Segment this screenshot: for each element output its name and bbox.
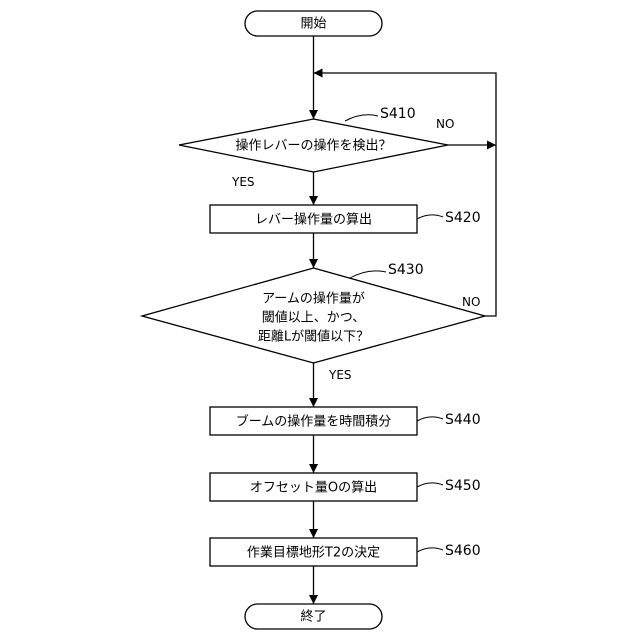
decision-s430-no: NO [462, 295, 480, 309]
step-s410: S410 [380, 106, 416, 122]
end-label: 終了 [300, 609, 326, 625]
decision-s410-label: 操作レバーの操作を検出？ [235, 138, 391, 154]
step-s430: S430 [388, 262, 424, 278]
decision-s430-line1: アームの操作量が [262, 291, 365, 307]
step-s440: S440 [445, 412, 481, 428]
process-s420-label: レバー操作量の算出 [255, 212, 372, 228]
start-label: 開始 [300, 17, 326, 32]
decision-s430-yes: YES [328, 368, 352, 382]
step-s450-leader [417, 483, 443, 487]
step-s460-leader [417, 548, 443, 552]
decision-s410-yes: YES [231, 175, 255, 189]
step-s450: S450 [445, 478, 481, 494]
step-s460: S460 [445, 543, 481, 559]
decision-s430-line3: 距離Lが閾値以下？ [258, 329, 369, 345]
process-s450-label: オフセット量Oの算出 [250, 481, 377, 496]
step-s430-leader [350, 271, 386, 278]
decision-s430-line2: 閾値以上、かつ、 [262, 310, 365, 326]
process-s460-label: 作業目標地形T2の決定 [247, 545, 380, 561]
step-s410-leader [345, 115, 378, 121]
step-s420: S420 [445, 210, 481, 226]
decision-s410-no: NO [436, 117, 454, 131]
step-s440-leader [417, 417, 443, 421]
process-s440-label: ブームの操作量を時間積分 [236, 414, 392, 430]
step-s420-leader [417, 215, 443, 219]
